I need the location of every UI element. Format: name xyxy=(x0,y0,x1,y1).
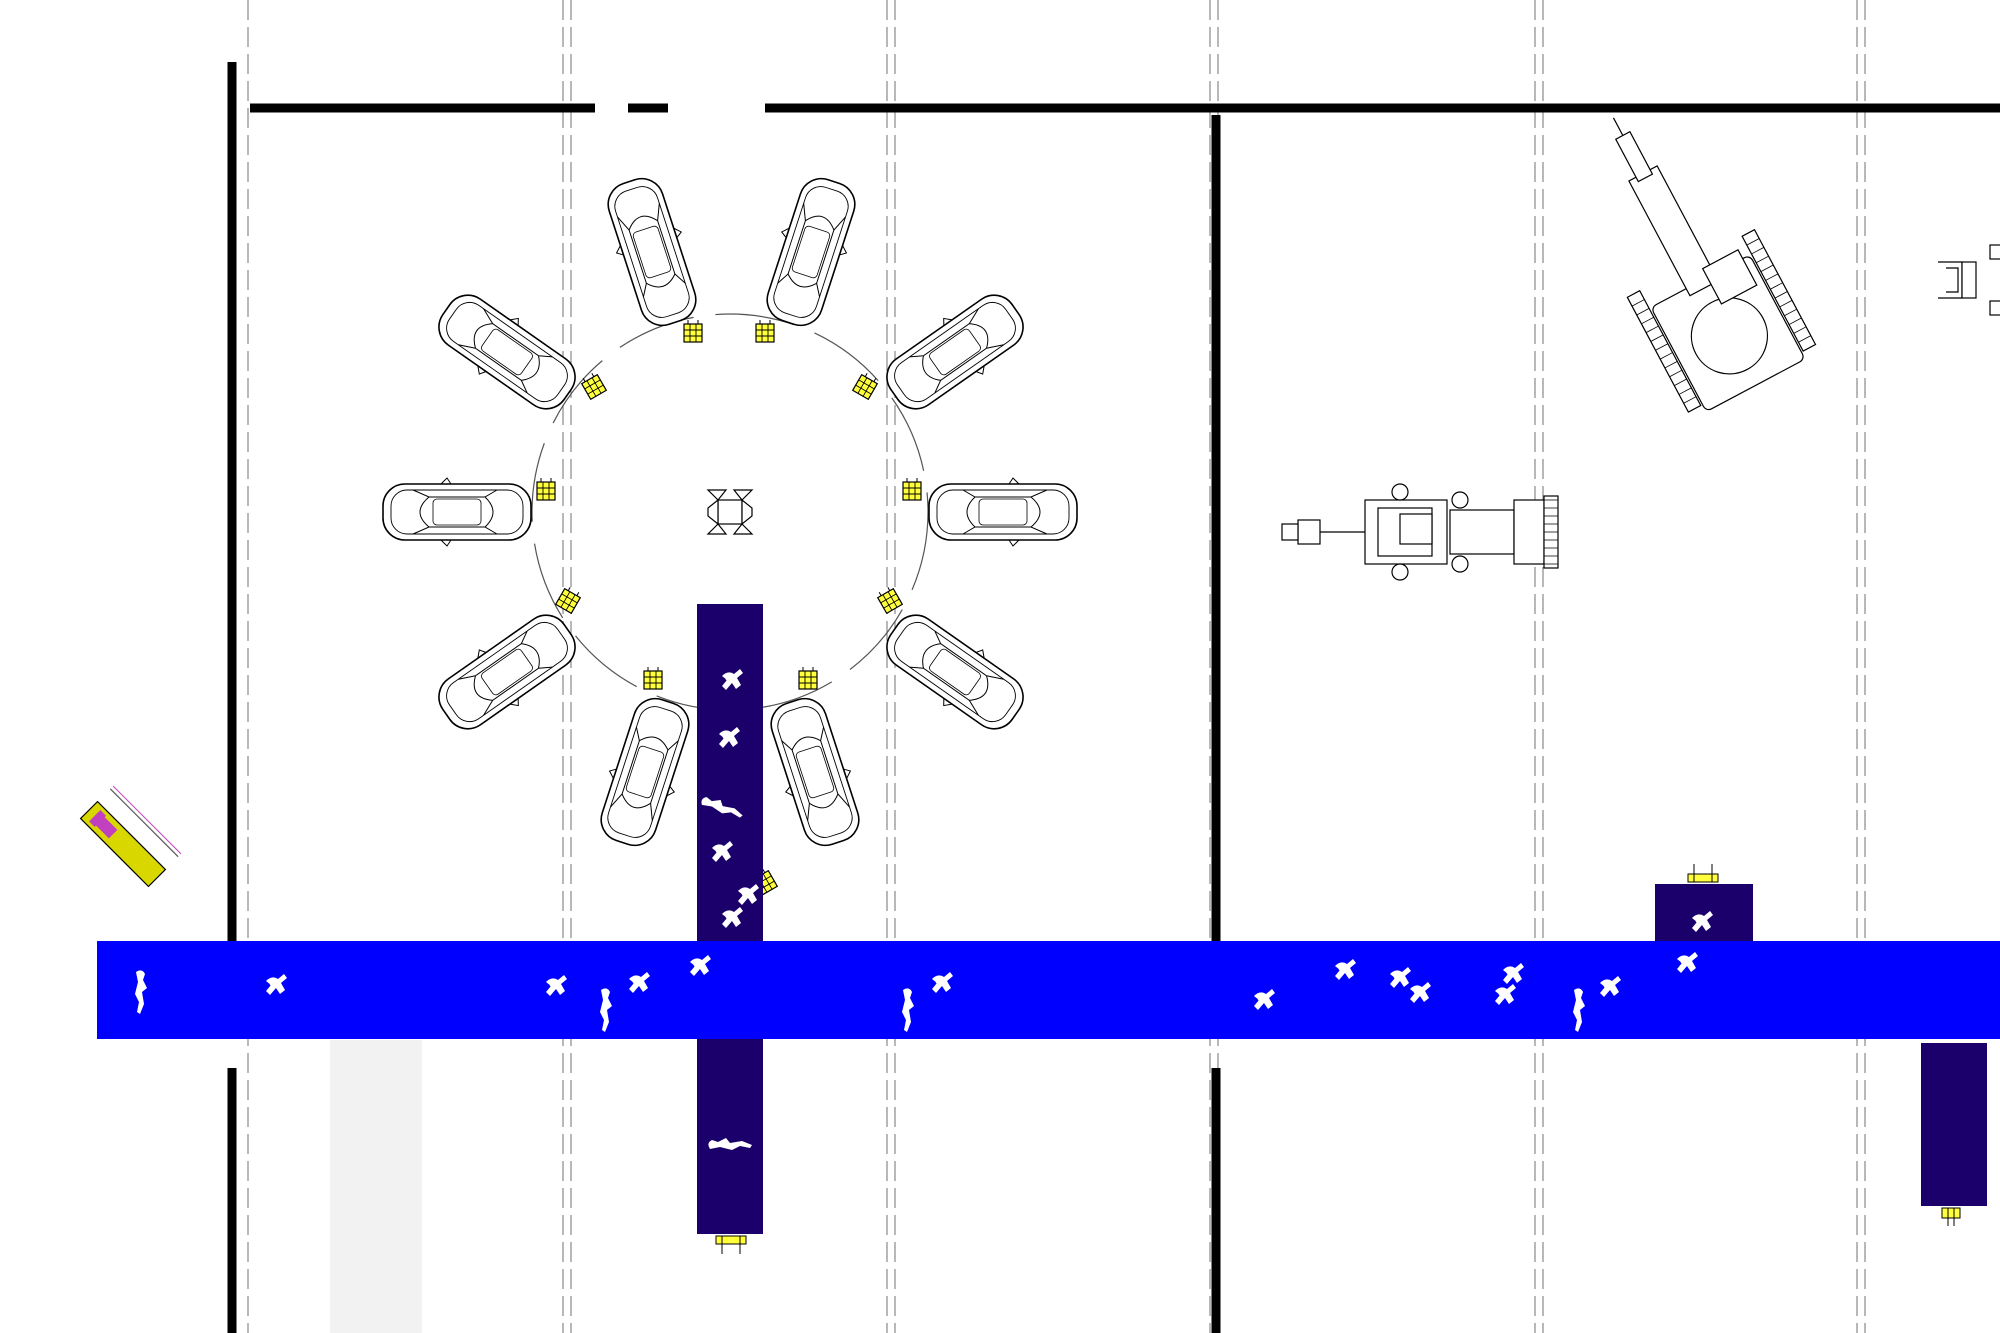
camera-rig-icon xyxy=(706,489,754,535)
light-fixture-icon xyxy=(643,666,663,690)
platform-people xyxy=(699,669,1713,1150)
platform-column-right-light xyxy=(1941,1207,1961,1226)
light-fixture-icon xyxy=(683,319,703,343)
light-fixture-icon xyxy=(852,370,880,400)
car-topview-icon xyxy=(928,477,1078,547)
car-topview-icon xyxy=(874,600,1036,744)
main-walkway xyxy=(97,941,2000,1039)
mixing-desk-icon xyxy=(79,785,182,888)
car-topview-icon xyxy=(588,690,702,854)
car-topview-icon xyxy=(754,170,868,334)
light-fixture-icon xyxy=(579,370,607,400)
light-fixture-icon xyxy=(555,584,583,614)
platform-lights-bottom xyxy=(715,1235,747,1254)
car-topview-icon xyxy=(758,690,872,854)
car-topview-icon xyxy=(382,477,532,547)
walls xyxy=(227,62,2000,1333)
car-topview-icon xyxy=(595,170,709,334)
platform-column-right xyxy=(1921,1043,1987,1206)
light-fixture-icon xyxy=(798,666,818,690)
light-fixture-icon xyxy=(875,584,903,614)
car-topview-icon xyxy=(874,280,1036,424)
excavator-topview-icon xyxy=(1612,117,1817,413)
platform-stage-right-lights xyxy=(1687,864,1719,883)
light-fixture-icon xyxy=(755,319,775,343)
pale-floor-strip xyxy=(330,1040,422,1333)
light-fixture-icon xyxy=(536,477,556,501)
light-fixture-icon xyxy=(902,477,922,501)
forklift-topview-icon xyxy=(1938,244,2000,316)
tractor-topview-icon xyxy=(1281,483,1559,581)
